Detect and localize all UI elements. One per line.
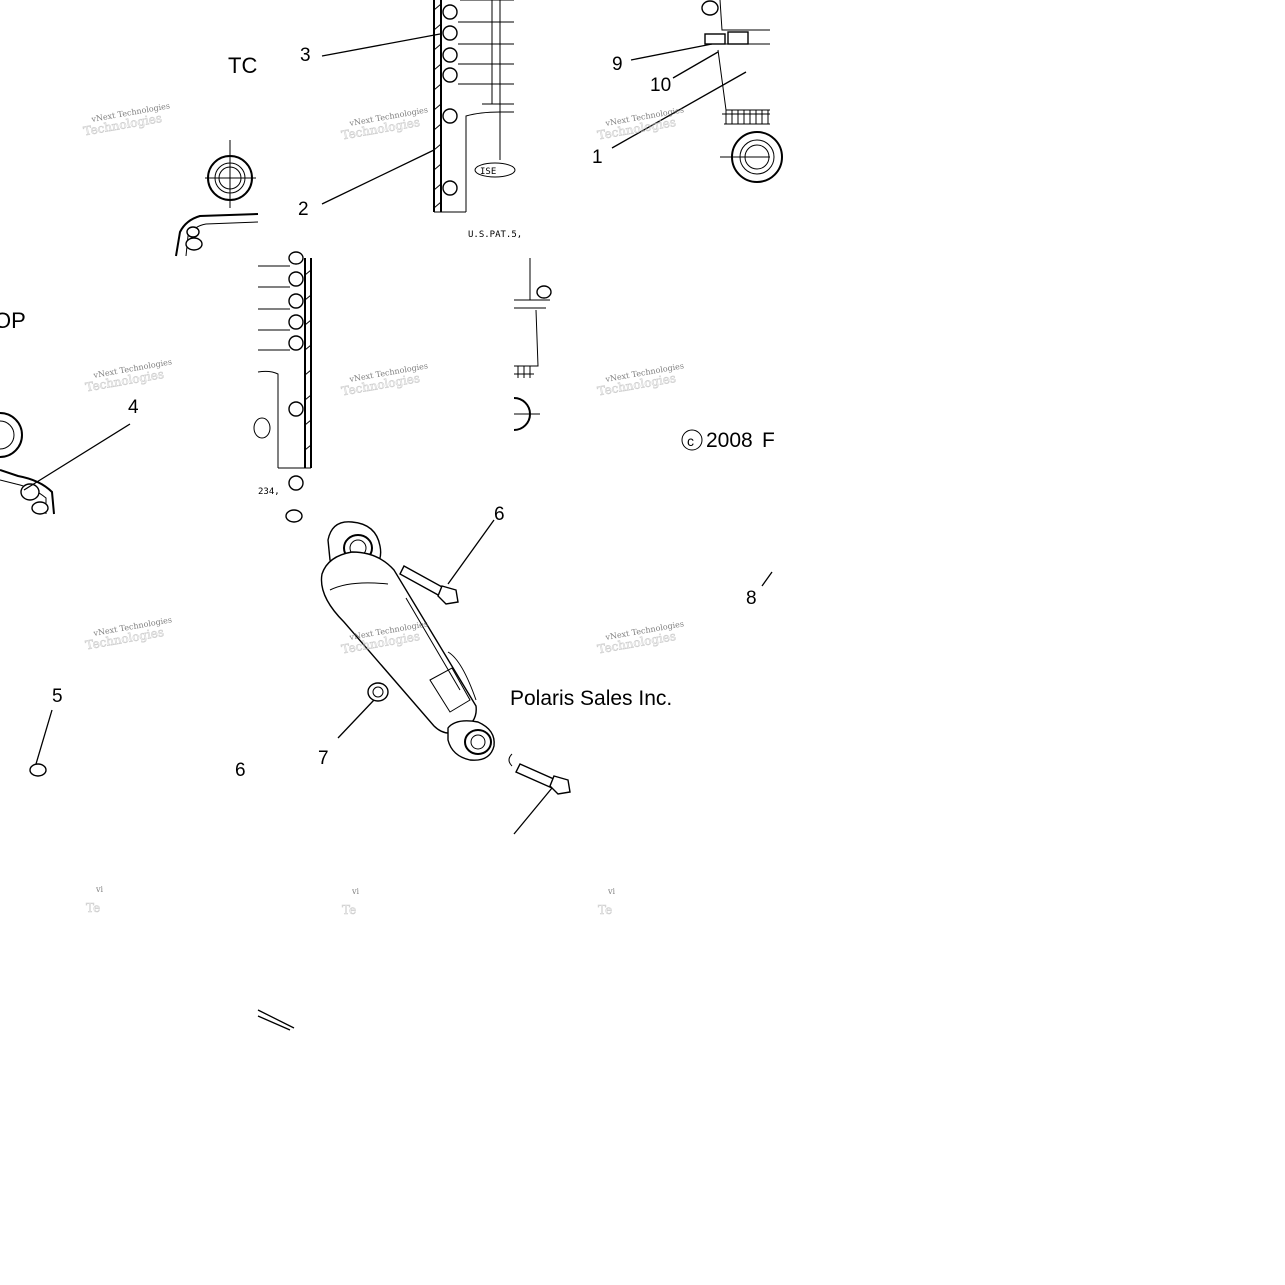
watermark-cut-2: Te xyxy=(342,903,356,917)
top-middle-tile: ISE U.S.PAT.5, 3 2 xyxy=(298,0,522,240)
op-text: OP xyxy=(0,308,26,333)
company-name: Polaris Sales Inc. xyxy=(510,687,672,710)
upper-bolt xyxy=(399,565,459,605)
spring-hatching xyxy=(433,3,442,209)
knurled-ring xyxy=(724,110,770,125)
callout-6-top: 6 xyxy=(494,504,505,525)
callout-3: 3 xyxy=(300,45,311,66)
copyright-year: 2008 xyxy=(706,429,753,452)
callout-7: 7 xyxy=(318,748,329,769)
callout-5: 5 xyxy=(52,686,63,707)
center-spring-coils xyxy=(258,251,304,491)
watermarks: Technologies vNext Technologies Technolo… xyxy=(82,101,685,917)
callout-10: 10 xyxy=(650,75,671,96)
right-middle-tile: c 2008 F Polaris Sales Inc. 8 xyxy=(510,429,775,710)
patent-text: U.S.PAT.5, xyxy=(468,230,522,240)
bottom-left-tile: 5 6 xyxy=(29,686,295,1031)
callout-4: 4 xyxy=(128,397,139,418)
spring-coils xyxy=(442,0,514,196)
logo-mark: ISE xyxy=(480,167,496,177)
watermark-cut-2: Te xyxy=(598,903,612,917)
copyright-symbol: c xyxy=(687,433,694,449)
callout-8: 8 xyxy=(746,588,757,609)
watermark-cut-2: Te xyxy=(86,901,100,915)
lower-bolt xyxy=(508,753,571,795)
copyright-tail: F xyxy=(762,429,775,452)
watermark-cut: vi xyxy=(351,887,360,896)
center-tile: 234, xyxy=(253,251,552,523)
callout-1: 1 xyxy=(592,147,603,168)
watermark-cut: vi xyxy=(95,885,104,894)
callout-6: 6 xyxy=(235,760,246,781)
callout-9: 9 xyxy=(612,54,623,75)
shock-eye-middle-left xyxy=(0,412,23,458)
patent-text-2: 234, xyxy=(258,487,280,497)
center-hatching xyxy=(304,269,312,451)
watermark-cut: vi xyxy=(607,887,616,896)
nut xyxy=(367,682,389,702)
callout-2: 2 xyxy=(298,199,309,220)
exploded-shock-assembly: 6 7 xyxy=(318,504,571,835)
shock-eye-top-right xyxy=(720,131,783,183)
shock-bottom-eye xyxy=(447,720,495,761)
middle-left-tile: OP 4 xyxy=(0,308,139,515)
top-left-tile: TC xyxy=(175,53,259,257)
tc-text: TC xyxy=(228,53,257,78)
top-right-tile: 9 10 1 xyxy=(592,0,783,183)
shock-eye-top-left xyxy=(205,140,256,208)
copyright-line: c 2008 F xyxy=(681,429,775,452)
